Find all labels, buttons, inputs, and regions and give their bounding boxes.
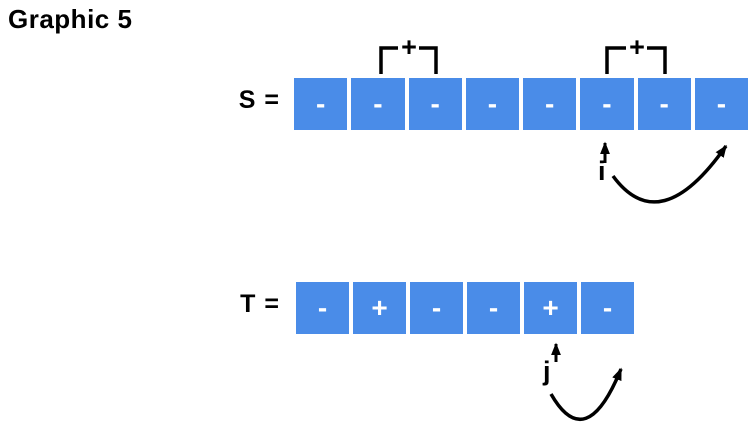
pointer-i-label: i xyxy=(598,156,606,186)
bracket-cells-2-3 xyxy=(379,46,438,76)
t-cell-3: - xyxy=(410,282,463,334)
bracket-cells-6-7 xyxy=(605,46,667,76)
t-cell-2: + xyxy=(353,282,406,334)
j-curve-arrow xyxy=(549,367,623,422)
bracket-plus-label-2: + xyxy=(629,32,645,62)
s-cell-5: - xyxy=(523,78,577,130)
s-cell-6: - xyxy=(580,78,634,130)
s-cell-4: - xyxy=(465,78,519,130)
s-cell-3: - xyxy=(408,78,462,130)
t-cell-4: - xyxy=(467,282,520,334)
array-s-label: S = xyxy=(238,86,280,114)
t-cell-5: + xyxy=(524,282,577,334)
s-cell-7: - xyxy=(637,78,691,130)
array-t-label: T = xyxy=(240,290,280,318)
s-cell-2: - xyxy=(351,78,405,130)
t-cell-1: - xyxy=(296,282,349,334)
bracket-plus-label-1: + xyxy=(401,32,417,62)
array-s: - - - - - - - - xyxy=(290,74,752,134)
i-curve-arrow xyxy=(611,144,728,204)
s-cell-1: - xyxy=(294,78,348,130)
page-title: Graphic 5 xyxy=(8,4,133,34)
pointer-j-label: j xyxy=(543,356,551,386)
t-cell-6: - xyxy=(581,282,634,334)
s-cell-8: - xyxy=(694,78,748,130)
array-t: - + - - + - xyxy=(292,278,638,338)
